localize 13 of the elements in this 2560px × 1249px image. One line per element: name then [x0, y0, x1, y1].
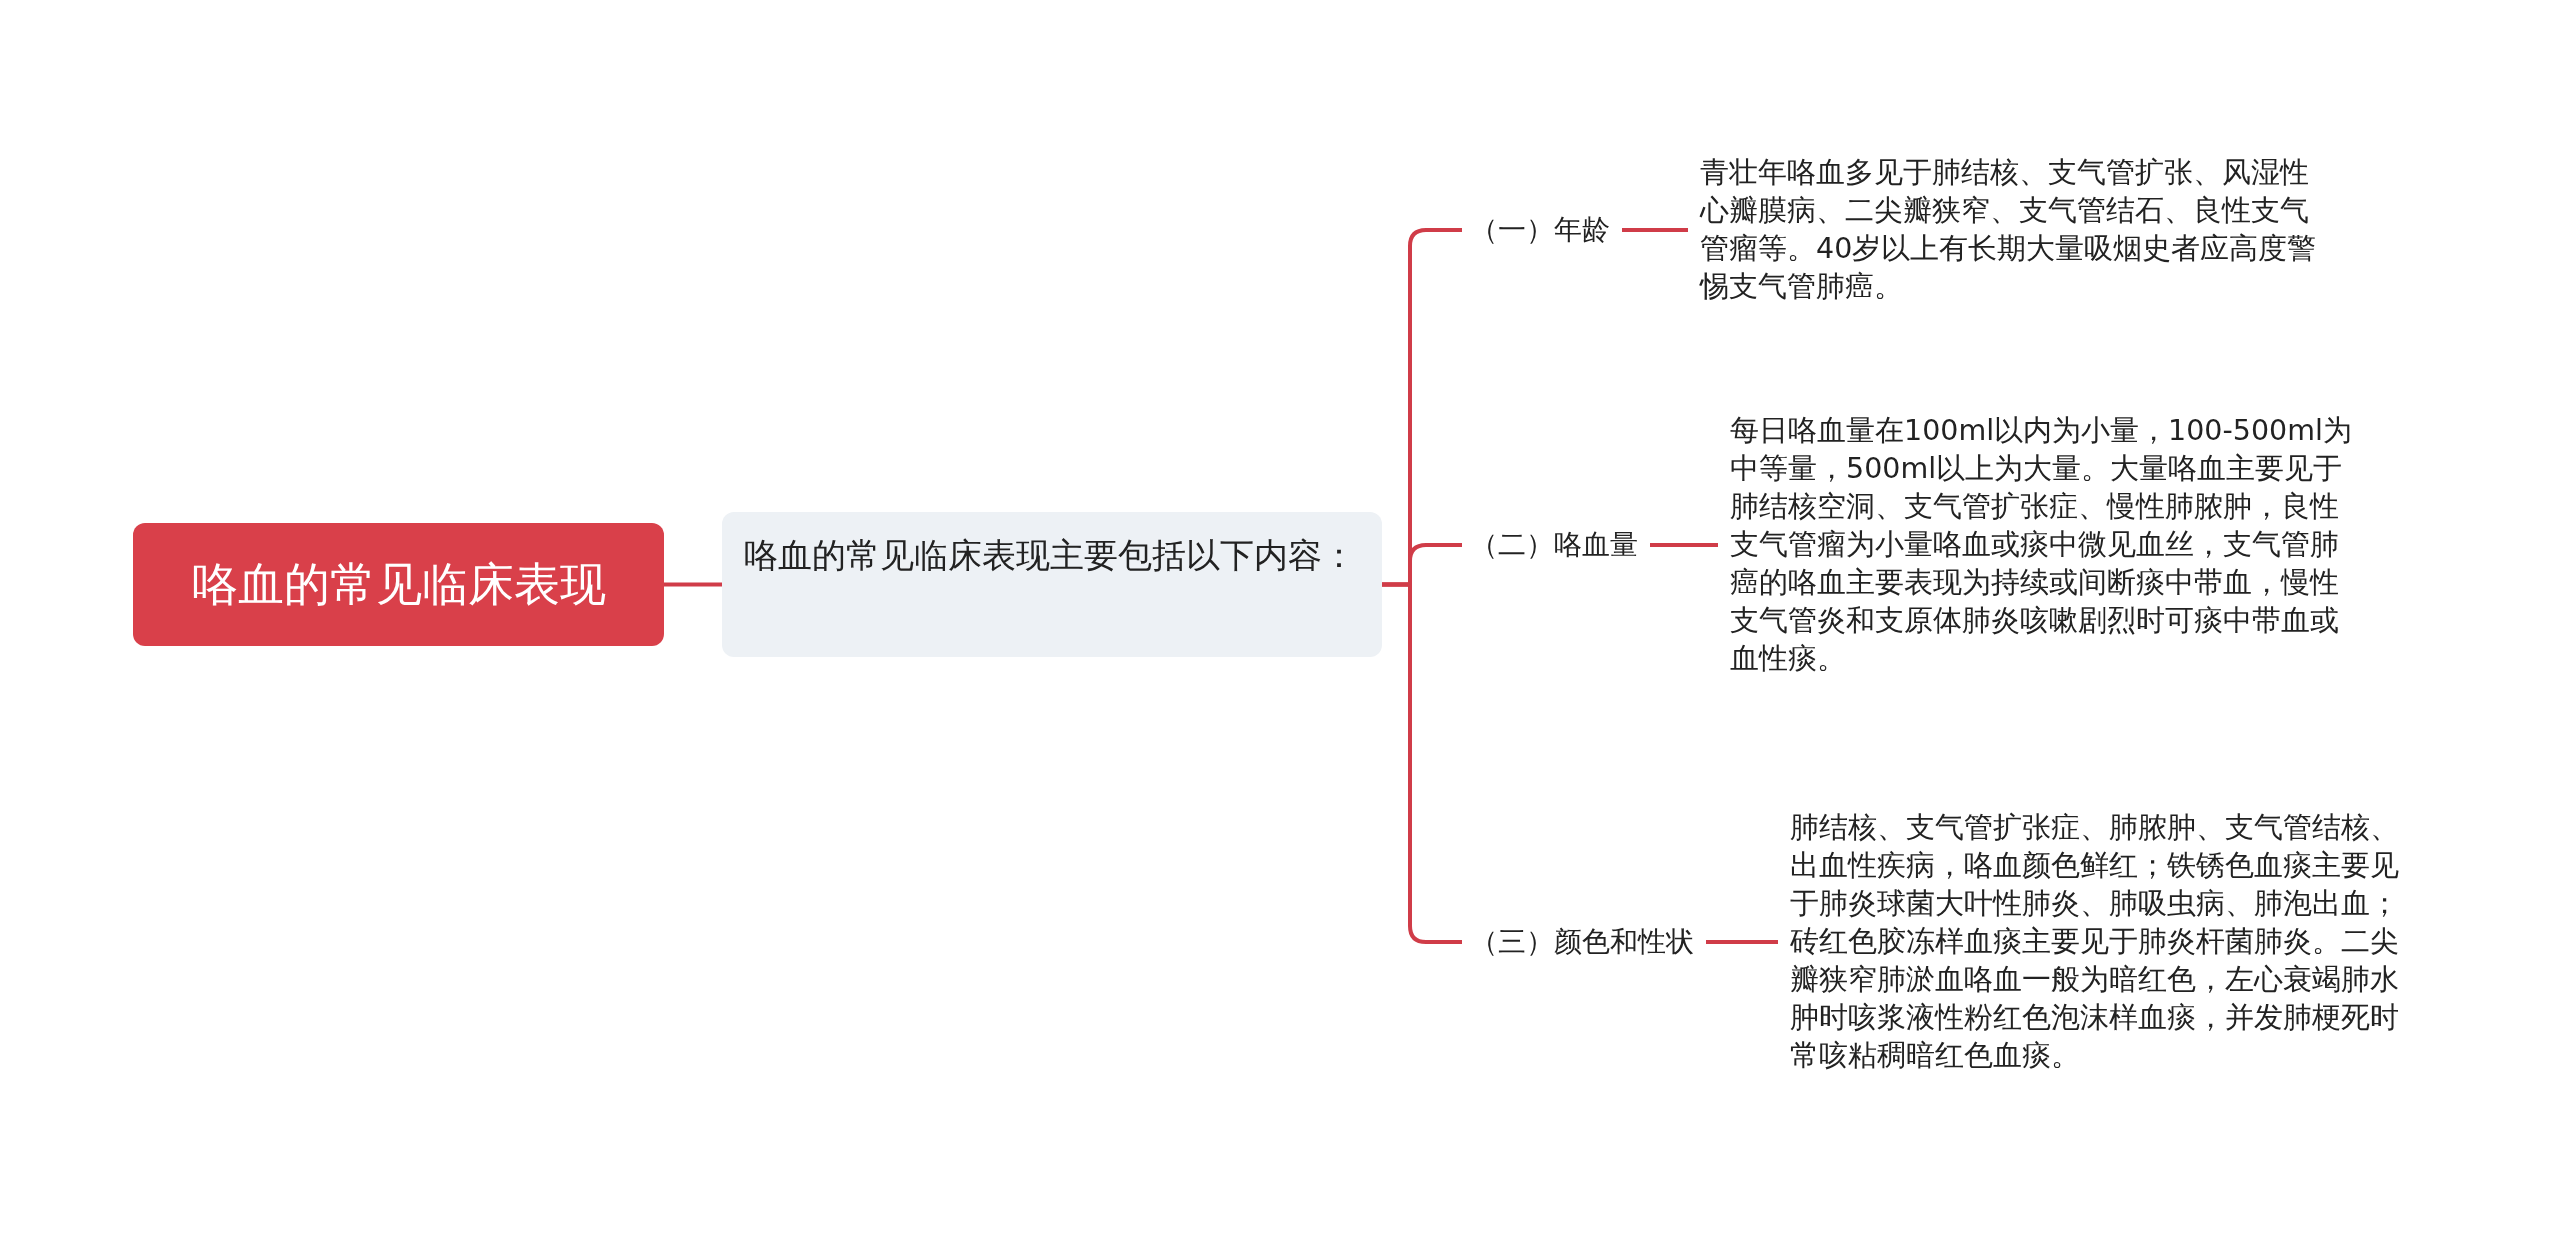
detail-text: 每日咯血量在100ml以内为小量，100-500ml为中等量，500ml以上为大量。大量咯血主要见于肺结核空洞、支气管扩张症、慢性肺脓肿，良性支气管瘤为小量咯血或痰中微见血丝，支气管肺癌的咯血主要表现为持续或间断痰中带血，慢性支气管炎和支原体肺炎咳嗽剧烈时可痰中带血或血性痰。: [1730, 412, 2360, 678]
branch-label: （一）年龄: [1470, 211, 1610, 249]
root-topic-box: 咯血的常见临床表现: [133, 523, 664, 646]
connector-line: [1382, 582, 1462, 944]
connector-line: [664, 582, 722, 587]
branch-label: （二）咯血量: [1470, 526, 1638, 564]
connector-line: [1650, 543, 1718, 547]
connector-line: [1622, 228, 1688, 232]
detail-text: 青壮年咯血多见于肺结核、支气管扩张、风湿性心瓣膜病、二尖瓣狭窄、支气管结石、良性支气管瘤等。40岁以上有长期大量吸烟史者应高度警惕支气管肺癌。: [1700, 154, 2330, 306]
detail-text: 肺结核、支气管扩张症、肺脓肿、支气管结核、出血性疾病，咯血颜色鲜红；铁锈色血痰主要见于肺炎球菌大叶性肺炎、肺吸虫病、肺泡出血；砖红色胶冻样血痰主要见于肺炎杆菌肺炎。二尖瓣狭窄肺淤血咯血一般为暗红色，左心衰竭肺水肿时咳浆液性粉红色泡沫样血痰，并发肺梗死时常咳粘稠暗红色血痰。: [1790, 809, 2422, 1075]
branch-label: （三）颜色和性状: [1470, 923, 1694, 961]
connector-line: [1706, 940, 1778, 944]
topic-box: 咯血的常见临床表现主要包括以下内容：: [722, 512, 1382, 657]
